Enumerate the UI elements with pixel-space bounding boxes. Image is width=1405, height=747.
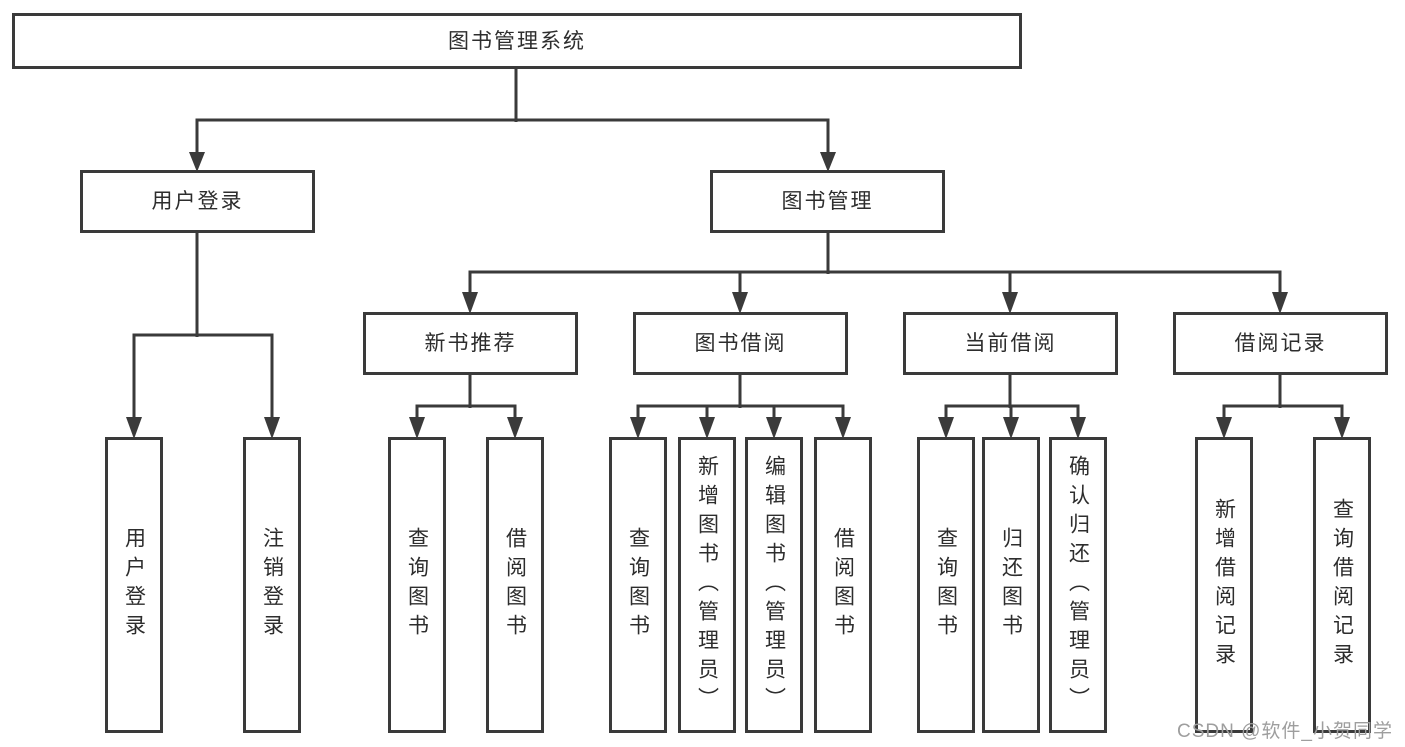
arrowhead [1216, 417, 1232, 439]
node-leaf-recommend-query-book-label: 查询图书 [405, 527, 429, 643]
node-leaf-current-query-book: 查询图书 [917, 437, 975, 733]
arrowhead [766, 417, 782, 439]
arrowhead [1272, 292, 1288, 314]
node-book-borrow: 图书借阅 [633, 312, 848, 375]
node-leaf-add-borrow-record-label: 新增借阅记录 [1212, 498, 1236, 672]
node-leaf-user-login-label: 用户登录 [122, 527, 146, 643]
node-leaf-current-query-book-label: 查询图书 [934, 527, 958, 643]
arrowhead [126, 417, 142, 439]
node-leaf-add-borrow-record: 新增借阅记录 [1195, 437, 1253, 733]
node-book-management-label: 图书管理 [781, 190, 874, 213]
node-leaf-logout: 注销登录 [243, 437, 301, 733]
node-leaf-logout-label: 注销登录 [260, 527, 284, 643]
node-current-borrow: 当前借阅 [903, 312, 1118, 375]
node-new-book-recommend: 新书推荐 [363, 312, 578, 375]
node-leaf-current-return-book: 归还图书 [982, 437, 1040, 733]
arrowhead [1070, 417, 1086, 439]
arrowhead [1002, 292, 1018, 314]
node-leaf-query-borrow-record-label: 查询借阅记录 [1330, 498, 1354, 672]
arrowhead [409, 417, 425, 439]
arrowhead [1003, 417, 1019, 439]
arrowhead [264, 417, 280, 439]
node-leaf-recommend-borrow-book-label: 借阅图书 [503, 527, 527, 643]
arrowhead [630, 417, 646, 439]
csdn-watermark: CSDN @软件_小贺同学 [1177, 721, 1393, 742]
connector-borrow-to-leaves [636, 375, 845, 421]
arrowhead [1334, 417, 1350, 439]
arrowhead [820, 152, 836, 172]
connector-root-to-level2 [195, 69, 830, 154]
node-leaf-current-confirm-return-admin-label: 确认归还（管理员） [1066, 454, 1090, 716]
node-leaf-recommend-query-book: 查询图书 [388, 437, 446, 733]
connector-login-to-leaves [132, 233, 274, 421]
node-leaf-borrow-edit-book-admin: 编辑图书（管理员） [745, 437, 803, 733]
arrowhead [189, 152, 205, 172]
node-borrow-record: 借阅记录 [1173, 312, 1388, 375]
connector-record-to-leaves [1222, 375, 1344, 421]
arrowhead [699, 417, 715, 439]
node-current-borrow-label: 当前借阅 [964, 332, 1057, 355]
node-leaf-borrow-borrow-book-label: 借阅图书 [831, 527, 855, 643]
node-leaf-borrow-add-book-admin: 新增图书（管理员） [678, 437, 736, 733]
arrowhead [507, 417, 523, 439]
node-user-login-label: 用户登录 [151, 190, 244, 213]
arrowhead [938, 417, 954, 439]
node-leaf-recommend-borrow-book: 借阅图书 [486, 437, 544, 733]
node-root: 图书管理系统 [12, 13, 1022, 69]
arrowhead [462, 292, 478, 314]
node-root-label: 图书管理系统 [448, 29, 586, 53]
node-borrow-record-label: 借阅记录 [1234, 332, 1327, 355]
node-book-management: 图书管理 [710, 170, 945, 233]
node-leaf-borrow-add-book-admin-label: 新增图书（管理员） [695, 454, 719, 716]
node-leaf-borrow-query-book-label: 查询图书 [626, 527, 650, 643]
node-new-book-recommend-label: 新书推荐 [424, 332, 517, 355]
arrowhead [835, 417, 851, 439]
node-leaf-borrow-query-book: 查询图书 [609, 437, 667, 733]
node-leaf-current-return-book-label: 归还图书 [999, 527, 1023, 643]
connector-current-to-leaves [944, 375, 1080, 421]
arrowhead [732, 292, 748, 314]
node-leaf-borrow-borrow-book: 借阅图书 [814, 437, 872, 733]
node-leaf-user-login: 用户登录 [105, 437, 163, 733]
node-leaf-current-confirm-return-admin: 确认归还（管理员） [1049, 437, 1107, 733]
connector-recommend-to-leaves [415, 375, 517, 421]
node-leaf-query-borrow-record: 查询借阅记录 [1313, 437, 1371, 733]
node-book-borrow-label: 图书借阅 [694, 332, 787, 355]
connector-management-to-level3 [468, 233, 1282, 296]
node-leaf-borrow-edit-book-admin-label: 编辑图书（管理员） [762, 454, 786, 716]
node-user-login: 用户登录 [80, 170, 315, 233]
